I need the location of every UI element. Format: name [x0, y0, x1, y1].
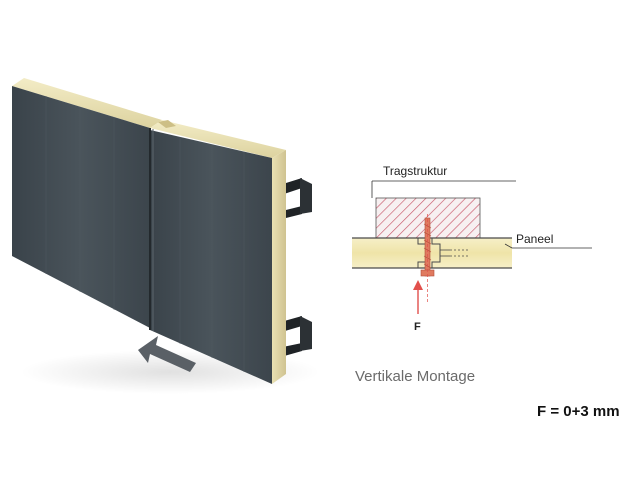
right-panel-side-edge — [272, 150, 286, 384]
force-label: F — [414, 321, 421, 333]
right-panel-face — [150, 130, 272, 384]
caption: Vertikale Montage — [355, 368, 475, 385]
panel-label: Paneel — [516, 232, 553, 246]
panel-illustration — [12, 78, 320, 394]
left-panel-top-edge — [12, 78, 162, 128]
force-arrow — [413, 280, 423, 314]
formula: F = 0+3 mm — [537, 403, 620, 420]
right-panel-top-edge — [150, 120, 286, 158]
support-structure-label: Tragstruktur — [383, 164, 447, 178]
section-detail: Tragstruktur — [352, 164, 592, 333]
left-panel-face — [12, 86, 150, 328]
screw — [420, 214, 435, 302]
direction-arrow — [138, 336, 196, 372]
